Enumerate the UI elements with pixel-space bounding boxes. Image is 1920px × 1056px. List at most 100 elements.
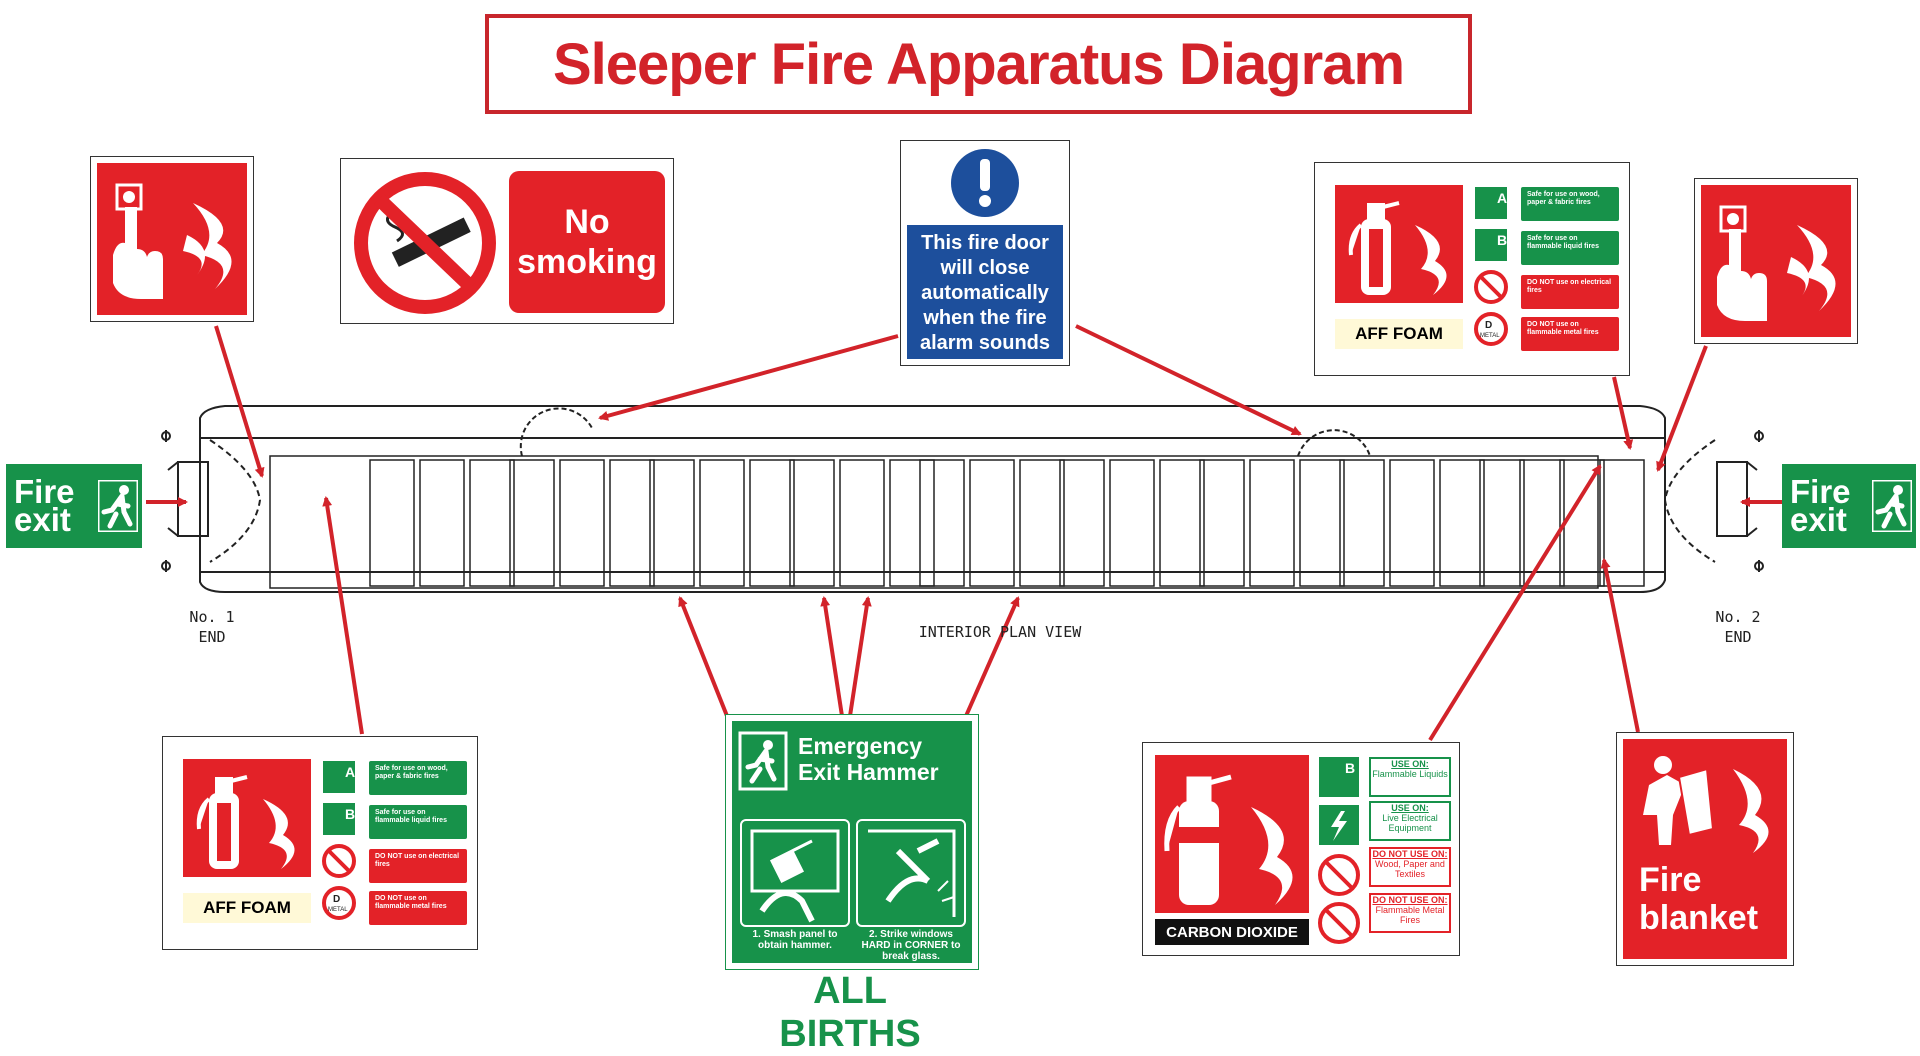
compartment-outline	[1389, 459, 1435, 587]
co2-row-head: DO NOT USE ON:	[1372, 895, 1448, 905]
fire-exit-label: Fire exit	[1790, 473, 1851, 538]
extinguisher-row: DO NOT use on flammable metal fires	[1521, 317, 1619, 351]
all-births-label: ALL BIRTHS	[779, 970, 921, 1055]
no-smoking-label: No smoking	[509, 171, 665, 313]
class-b-letter: B	[345, 806, 355, 822]
extinguisher-type-label: AFF FOAM	[1335, 319, 1463, 349]
compartment-outline	[369, 459, 415, 587]
extinguisher-row: Safe for use on wood, paper & fabric fir…	[369, 761, 467, 795]
co2-row-body: Flammable Liquids	[1372, 769, 1448, 779]
exit-person-icon	[738, 731, 788, 791]
compartment-outline	[1059, 459, 1105, 587]
fire-alarm-hand-flame-icon	[1717, 205, 1836, 321]
compartment-outline	[1559, 459, 1605, 587]
fire-blanket-label: Fire blanket	[1639, 861, 1759, 937]
class-a-letter: A	[1497, 190, 1507, 206]
carbon-dioxide-extinguisher-sign: CARBON DIOXIDE B USE ON: Flammable Liqui…	[1142, 742, 1460, 956]
co2-row-body: Live Electrical Equipment	[1382, 813, 1438, 833]
extinguisher-panel	[1335, 185, 1463, 303]
extinguisher-class-icons: A B D METAL	[1474, 187, 1508, 346]
title-box: Sleeper Fire Apparatus Diagram	[485, 14, 1472, 114]
extinguisher-flame-icon	[1164, 774, 1293, 905]
extinguisher-row: Safe for use on flammable liquid fires	[369, 805, 467, 839]
class-b-letter: B	[1497, 232, 1507, 248]
mandatory-exclamation-icon	[951, 149, 1019, 217]
train-plan-view	[161, 405, 1764, 593]
co2-row-3: DO NOT USE ON: Wood, Paper and Textiles	[1369, 847, 1451, 887]
pointer-arrows	[146, 324, 1782, 742]
compartment-outline	[789, 459, 835, 587]
fire-alarm-hand-flame-icon	[113, 183, 232, 299]
fire-door-notice-text: This fire door will close automatically …	[907, 225, 1063, 359]
hammer-step-2-box	[856, 819, 966, 927]
fire-blanket-sign: Fire blanket	[1616, 732, 1794, 966]
extinguisher-panel	[1155, 755, 1309, 913]
co2-row-head: USE ON:	[1391, 803, 1429, 813]
running-man-icon	[98, 480, 138, 532]
compartment-outline	[889, 459, 935, 587]
page-title: Sleeper Fire Apparatus Diagram	[552, 31, 1405, 97]
extinguisher-row: DO NOT use on electrical fires	[369, 849, 467, 883]
compartment-outline	[699, 459, 745, 587]
smash-panel-icon	[750, 829, 840, 923]
compartment-outline	[419, 459, 465, 587]
co2-row-body: Flammable Metal Fires	[1375, 905, 1445, 925]
metal-label: METAL	[1480, 333, 1500, 339]
fire-alarm-call-point-sign-left	[90, 156, 254, 322]
co2-row-head: USE ON:	[1391, 759, 1429, 769]
hammer-title: Emergency Exit Hammer	[798, 733, 939, 785]
extinguisher-type-label: CARBON DIOXIDE	[1155, 919, 1309, 945]
extinguisher-type-label: AFF FOAM	[183, 893, 311, 923]
interior-plan-view-label: INTERIOR PLAN VIEW	[918, 623, 1082, 641]
compartment-outline	[1299, 459, 1345, 587]
co2-row-head: DO NOT USE ON:	[1372, 849, 1448, 859]
hammer-step-1-box	[740, 819, 850, 927]
co2-row-1: USE ON: Flammable Liquids	[1369, 757, 1451, 797]
compartment-outline	[1249, 459, 1295, 587]
running-man-icon	[1872, 480, 1912, 532]
emergency-exit-hammer-sign: Emergency Exit Hammer 1. Smash panel to …	[725, 714, 979, 970]
class-d-letter: D	[333, 894, 340, 905]
extinguisher-row: Safe for use on wood, paper & fabric fir…	[1521, 187, 1619, 221]
fire-alarm-call-point-sign-right	[1694, 178, 1858, 344]
extinguisher-row: DO NOT use on electrical fires	[1521, 275, 1619, 309]
extinguisher-flame-icon	[196, 775, 295, 869]
fire-door-notice-sign: This fire door will close automatically …	[900, 140, 1070, 366]
compartment-outline	[649, 459, 695, 587]
no-smoking-sign: No smoking	[340, 158, 674, 324]
compartment-outline	[469, 459, 515, 587]
compartment-outline	[1439, 459, 1485, 587]
fire-blanket-icon	[1643, 756, 1769, 853]
extinguisher-row: Safe for use on flammable liquid fires	[1521, 231, 1619, 265]
co2-row-2: USE ON: Live Electrical Equipment	[1369, 801, 1451, 841]
compartment-outline	[509, 459, 555, 587]
strike-window-icon	[868, 829, 956, 917]
no-smoking-icon	[354, 172, 496, 314]
compartment-outline	[1599, 459, 1645, 587]
compartment-outline	[609, 459, 655, 587]
hammer-step-2-text: 2. Strike windows HARD in CORNER to brea…	[861, 929, 961, 962]
aff-foam-extinguisher-sign-top: AFF FOAM A B D METAL Safe for use on woo…	[1314, 162, 1630, 376]
end-2-label: No. 2 END	[1715, 608, 1761, 646]
co2-row-4: DO NOT USE ON: Flammable Metal Fires	[1369, 893, 1451, 933]
fire-alarm-panel	[97, 163, 247, 315]
compartment-outline	[1159, 459, 1205, 587]
compartment-outline	[1519, 459, 1565, 587]
extinguisher-row: DO NOT use on flammable metal fires	[369, 891, 467, 925]
extinguisher-panel	[183, 759, 311, 877]
compartment-outline	[749, 459, 795, 587]
class-a-letter: A	[345, 764, 355, 780]
compartment-outline	[1199, 459, 1245, 587]
extinguisher-flame-icon	[1348, 201, 1447, 295]
hammer-sign-panel: Emergency Exit Hammer 1. Smash panel to …	[732, 721, 972, 963]
compartment-outline	[969, 459, 1015, 587]
fire-exit-sign-right: Fire exit	[1782, 464, 1916, 548]
compartment-outline	[1109, 459, 1155, 587]
fire-blanket-panel: Fire blanket	[1623, 739, 1787, 959]
fire-exit-sign-left: Fire exit	[6, 464, 142, 548]
compartment-outline	[1479, 459, 1525, 587]
end-1-label: No. 1 END	[189, 608, 235, 646]
compartment-outline	[839, 459, 885, 587]
fire-exit-label: Fire exit	[14, 473, 75, 538]
